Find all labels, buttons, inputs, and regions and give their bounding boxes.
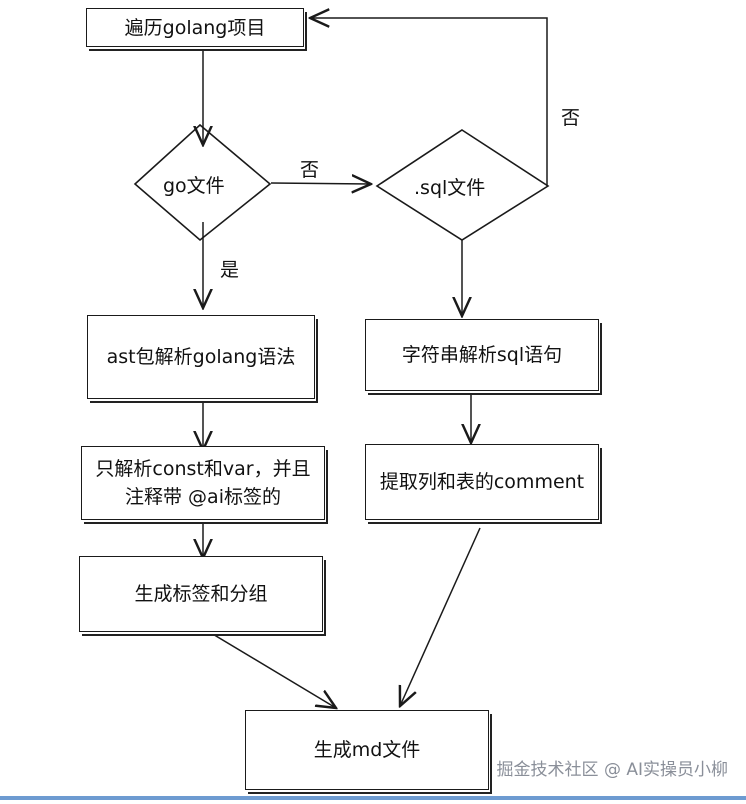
node-sql-label: .sql文件 xyxy=(414,177,486,199)
arrow-go-to-sql xyxy=(270,183,371,184)
edge-label-no-sql: 否 xyxy=(561,107,581,129)
node-gen-md: 生成md文件 xyxy=(245,710,489,790)
node-extract-comment: 提取列和表的comment xyxy=(365,444,599,520)
arrow-sql-back-to-start xyxy=(310,18,548,186)
bottom-border xyxy=(0,796,746,800)
node-start: 遍历golang项目 xyxy=(86,8,304,47)
node-gen-tags: 生成标签和分组 xyxy=(79,556,323,632)
watermark: 掘金技术社区 @ AI实操员小柳 xyxy=(496,760,728,780)
node-ast-parse: ast包解析golang语法 xyxy=(87,315,315,399)
node-go-label: go文件 xyxy=(163,175,225,197)
node-parse-consts: 只解析const和var，并且注释带 @ai标签的 xyxy=(81,446,325,520)
node-str-parse: 字符串解析sql语句 xyxy=(365,319,599,391)
edge-label-yes: 是 xyxy=(220,259,240,281)
arrow-extract-to-md xyxy=(400,527,481,706)
edge-label-no-go: 否 xyxy=(300,159,320,181)
arrow-gentags-to-md xyxy=(205,629,336,708)
decision-diamond-go xyxy=(133,123,272,242)
